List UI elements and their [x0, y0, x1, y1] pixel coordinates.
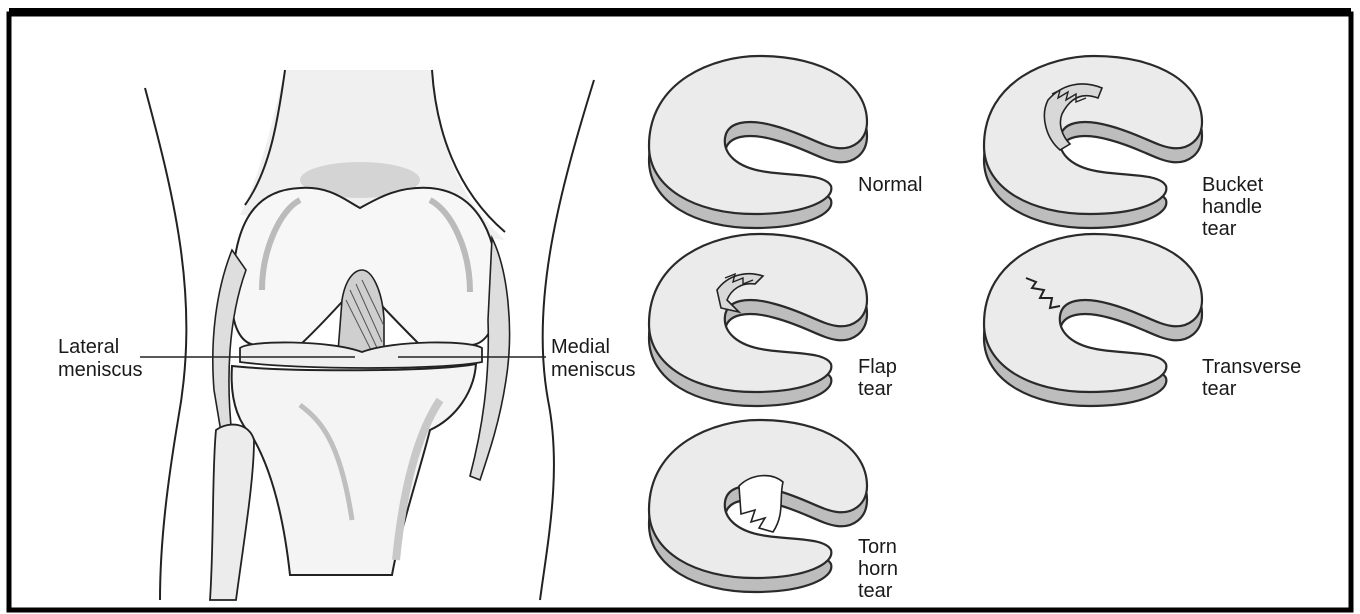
lateral-meniscus-label: Lateral: [58, 336, 119, 358]
bucket-handle-label-line2: handle: [1202, 196, 1262, 218]
bucket-handle-label: Bucket: [1202, 174, 1264, 196]
normal-label: Normal: [858, 174, 922, 196]
torn-horn-label-line2: horn: [858, 558, 898, 580]
flap-tear-label: Flap: [858, 356, 897, 378]
lateral-meniscus-label-line2: meniscus: [58, 359, 142, 381]
bucket-handle-label-line3: tear: [1202, 218, 1237, 240]
transverse-tear-label: Transverse: [1202, 356, 1301, 378]
flap-tear-label-line2: tear: [858, 378, 893, 400]
meniscus-torn-horn-tear: [649, 420, 867, 592]
meniscus-normal: [649, 56, 867, 228]
medial-meniscus-label: Medial: [551, 336, 610, 358]
transverse-tear-label-line2: tear: [1202, 378, 1237, 400]
knee-joint-illustration: [145, 70, 594, 600]
torn-horn-label-line3: tear: [858, 580, 893, 602]
meniscus-transverse-tear: [984, 234, 1202, 406]
torn-horn-label: Torn: [858, 536, 897, 558]
meniscus-bucket-handle-tear: [984, 56, 1202, 228]
meniscus-flap-tear: [649, 234, 867, 406]
medial-meniscus-label-line2: meniscus: [551, 359, 635, 381]
